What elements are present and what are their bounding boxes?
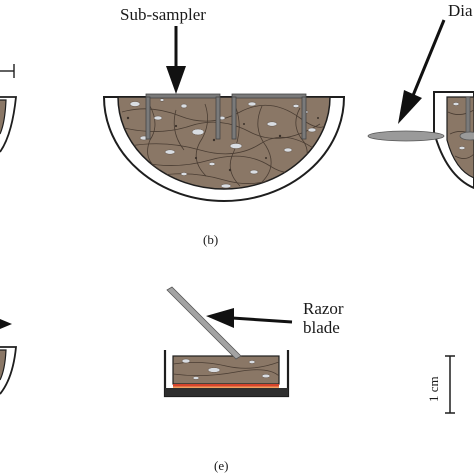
panel-d-arrow-head	[0, 319, 12, 329]
panel-c-pin	[465, 96, 471, 136]
panel-b-caption: (b)	[203, 232, 218, 247]
panel-e: Razor blade (e)	[163, 286, 344, 473]
panel-e-red-layer	[173, 384, 279, 387]
sub-sampler-arrow	[166, 26, 186, 94]
panel-d-bowl-edge	[0, 346, 17, 395]
panel-e-texture	[173, 358, 279, 380]
panel-e-caption: (e)	[214, 458, 228, 473]
sub-sampler-label: Sub-sampler	[120, 5, 206, 24]
panel-b-sediment-texture	[121, 98, 330, 189]
razor-blade	[166, 286, 242, 360]
panel-a-fragment	[0, 64, 17, 153]
panel-d-fragment	[0, 319, 17, 395]
panel-e-tray-floor	[165, 388, 288, 396]
panel-c-fragment: Dia	[367, 1, 474, 190]
razor-blade-arrow	[206, 308, 293, 328]
diameter-disc	[367, 130, 445, 142]
panel-c-texture	[447, 102, 474, 159]
panel-a-bowl-inner	[0, 99, 7, 135]
scale-bar: 1 cm	[426, 355, 455, 414]
scale-bar-label: 1 cm	[426, 376, 441, 402]
diameter-arrow	[398, 19, 446, 124]
panel-e-orange-layer	[173, 386, 279, 388]
sub-sampler-left	[145, 93, 221, 140]
diameter-disc-right	[459, 131, 474, 141]
sub-sampler-right	[231, 93, 307, 140]
razor-label-line2: blade	[303, 318, 340, 337]
razor-label-line1: Razor	[303, 299, 344, 318]
panel-d-bowl-inner	[0, 349, 7, 381]
panel-b: Sub-sampler (b)	[102, 5, 346, 247]
panel-a-bowl-edge	[0, 96, 17, 153]
diameter-label: Dia	[448, 1, 473, 20]
